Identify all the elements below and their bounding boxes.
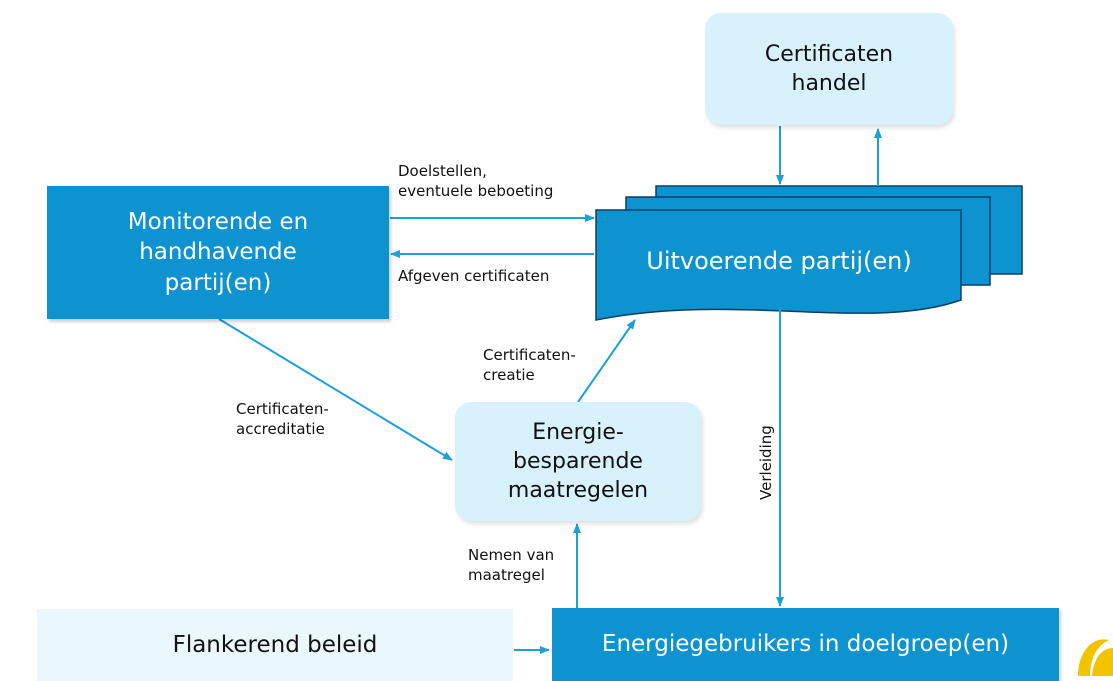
flankerend-text: Flankerend beleid bbox=[172, 631, 378, 658]
flankerend-box: Flankerend beleid bbox=[37, 609, 513, 681]
energiegebruikers-text: Energiegebruikers in doelgroep(en) bbox=[601, 631, 1010, 658]
label-verleiding: Verleiding bbox=[757, 425, 775, 500]
arrow-monitorende-to-maatregelen bbox=[218, 318, 453, 461]
monitorende-box: Monitorende en handhavende partij(en) bbox=[47, 186, 389, 319]
certificaten-handel-box: Certificaten handel bbox=[705, 13, 953, 125]
energiegebruikers-box: Energiegebruikers in doelgroep(en) bbox=[552, 608, 1059, 681]
label-certificaten-creatie: Certificaten- creatie bbox=[483, 346, 576, 384]
logo-icon bbox=[1078, 639, 1113, 676]
label-nemen-van-maatregel: Nemen van maatregel bbox=[468, 546, 555, 584]
uitvoerende-document-shape bbox=[595, 209, 962, 321]
uitvoerende-text-box: Uitvoerende partij(en) bbox=[600, 236, 958, 288]
energiebesparende-box: Energie- besparende maatregelen bbox=[455, 402, 701, 521]
certificaten-handel-text: Certificaten handel bbox=[764, 41, 894, 96]
label-doelstellen: Doelstellen, eventuele beboeting bbox=[398, 162, 554, 200]
monitorende-text: Monitorende en handhavende partij(en) bbox=[127, 208, 309, 296]
arrow-maatregelen-to-uitvoerende bbox=[577, 319, 636, 403]
label-afgeven-certificaten: Afgeven certificaten bbox=[398, 267, 550, 285]
energiebesparende-text: Energie- besparende maatregelen bbox=[507, 419, 649, 504]
label-certificaten-accreditatie: Certificaten- accreditatie bbox=[236, 400, 329, 438]
uitvoerende-text: Uitvoerende partij(en) bbox=[646, 247, 912, 276]
